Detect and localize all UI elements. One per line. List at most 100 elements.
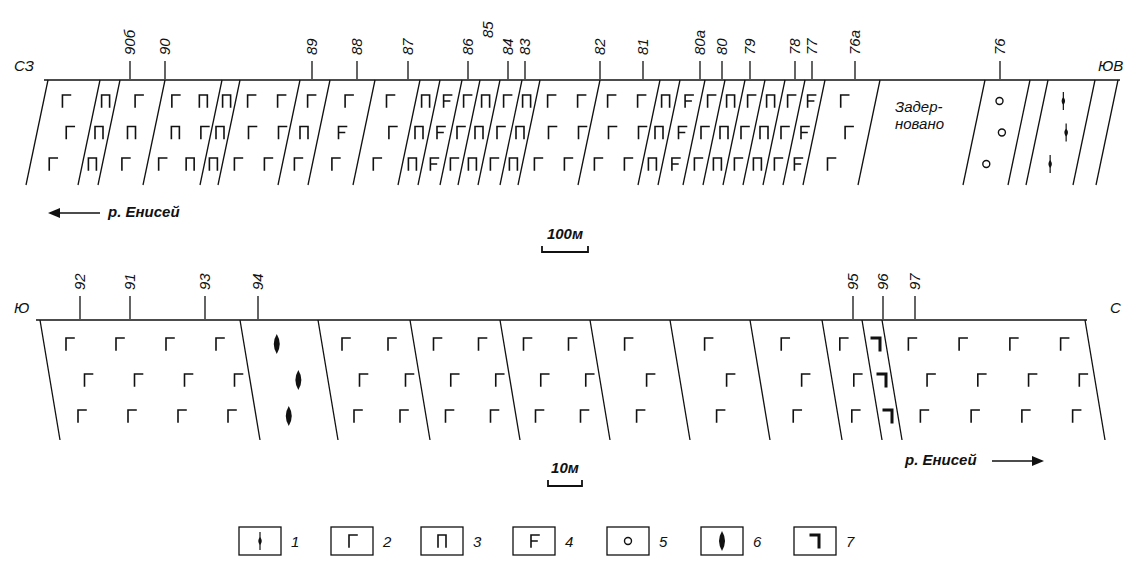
layer-boundary — [1073, 80, 1095, 185]
rock-symbol — [548, 95, 556, 107]
pebble-symbol — [983, 161, 990, 168]
section — [26, 80, 1120, 185]
legend-swatch — [606, 526, 650, 556]
rock-symbol — [135, 374, 143, 386]
rock-symbol — [446, 410, 454, 422]
rock-symbol — [294, 158, 302, 170]
layer-boundary — [143, 80, 165, 185]
legend-item: 3 — [420, 526, 481, 556]
rock-symbol — [594, 158, 602, 170]
legend-item: 1 — [238, 526, 299, 556]
sample-number: 78 — [787, 38, 803, 55]
rock-symbol — [249, 127, 257, 139]
rock-symbol — [1073, 410, 1081, 422]
sample-tick — [79, 296, 80, 319]
phi-symbol — [1048, 160, 1052, 168]
rock-symbol — [490, 158, 498, 170]
layer-boundary — [1096, 80, 1118, 185]
sample-number: 96 — [875, 273, 891, 290]
river-arrow — [1032, 456, 1044, 466]
sample-tick — [749, 61, 750, 79]
rock-symbol — [49, 158, 57, 170]
layer-boundary — [963, 80, 985, 185]
rock-symbol — [534, 158, 542, 170]
rock-symbol — [248, 95, 256, 107]
rock-symbol — [788, 95, 796, 107]
direction-label: СЗ — [14, 58, 34, 74]
rock-symbol — [647, 374, 655, 386]
sample-tick — [507, 61, 508, 79]
layer-boundary — [638, 80, 660, 185]
rock-symbol — [300, 127, 308, 139]
sample-tick — [257, 296, 258, 319]
sample-number: 83 — [517, 38, 533, 55]
sample-number: 77 — [804, 38, 820, 55]
rock-symbol — [872, 338, 880, 350]
legend-item: 2 — [330, 526, 391, 556]
rock-symbol — [760, 127, 768, 139]
rock-symbol — [186, 158, 194, 170]
rock-symbol — [308, 95, 316, 107]
rock-symbol — [78, 410, 86, 422]
rock-symbol — [639, 127, 647, 139]
rock-symbol — [685, 95, 693, 107]
rock-symbol — [345, 95, 353, 107]
lens-symbol — [295, 370, 301, 390]
layer-boundary — [240, 320, 260, 440]
layer-boundary — [318, 320, 338, 440]
layer-boundary — [353, 80, 375, 185]
rock-symbol — [278, 95, 286, 107]
sample-tick — [811, 61, 812, 79]
rock-symbol — [509, 158, 517, 170]
rock-symbol — [884, 410, 892, 422]
rock-symbol — [579, 127, 587, 139]
rock-symbol — [854, 374, 862, 386]
rock-symbol — [415, 127, 423, 139]
layer-boundary — [862, 320, 882, 440]
rock-symbol — [959, 338, 967, 350]
rock-symbol — [128, 410, 136, 422]
sample-number: 80 — [714, 38, 730, 55]
sample-number: 88 — [349, 38, 365, 55]
sample-tick — [914, 296, 915, 319]
rock-symbol — [66, 338, 74, 350]
legend-box — [513, 527, 555, 555]
legend-number: 6 — [753, 533, 761, 550]
legend-item: 7 — [793, 526, 854, 556]
rock-symbol — [717, 410, 725, 422]
rock-symbol — [171, 127, 179, 139]
rock-symbol — [199, 95, 207, 107]
sample-tick — [407, 61, 408, 79]
rock-symbol — [841, 95, 849, 107]
legend-swatch — [793, 526, 837, 556]
layer-boundary — [40, 320, 60, 440]
layer-boundary — [658, 80, 680, 185]
rock-symbol — [920, 410, 928, 422]
legend-box — [421, 527, 463, 555]
rock-symbol — [637, 410, 645, 422]
river-label: р. Енисей — [108, 204, 180, 220]
sample-number: 90 — [157, 38, 173, 55]
legend-number: 4 — [565, 533, 573, 550]
direction-label: Ю — [14, 300, 29, 316]
legend-box — [239, 527, 281, 555]
lens-symbol — [286, 406, 292, 426]
rock-symbol — [102, 95, 110, 107]
sample-tick — [129, 296, 130, 319]
phi-symbol — [1064, 129, 1068, 137]
direction-label: С — [1110, 300, 1121, 316]
phi-symbol — [1062, 97, 1066, 105]
rock-symbol — [209, 158, 217, 170]
layer-boundary — [590, 320, 610, 440]
rock-symbol — [389, 127, 397, 139]
rock-symbol — [748, 95, 756, 107]
rock-symbol — [679, 127, 687, 139]
rock-symbol — [727, 374, 735, 386]
rock-symbol — [349, 535, 357, 547]
sample-tick — [467, 61, 468, 79]
rock-symbol — [62, 95, 70, 107]
sample-tick — [852, 296, 853, 319]
rock-symbol — [95, 127, 103, 139]
rock-symbol — [172, 95, 180, 107]
rock-symbol — [734, 158, 742, 170]
